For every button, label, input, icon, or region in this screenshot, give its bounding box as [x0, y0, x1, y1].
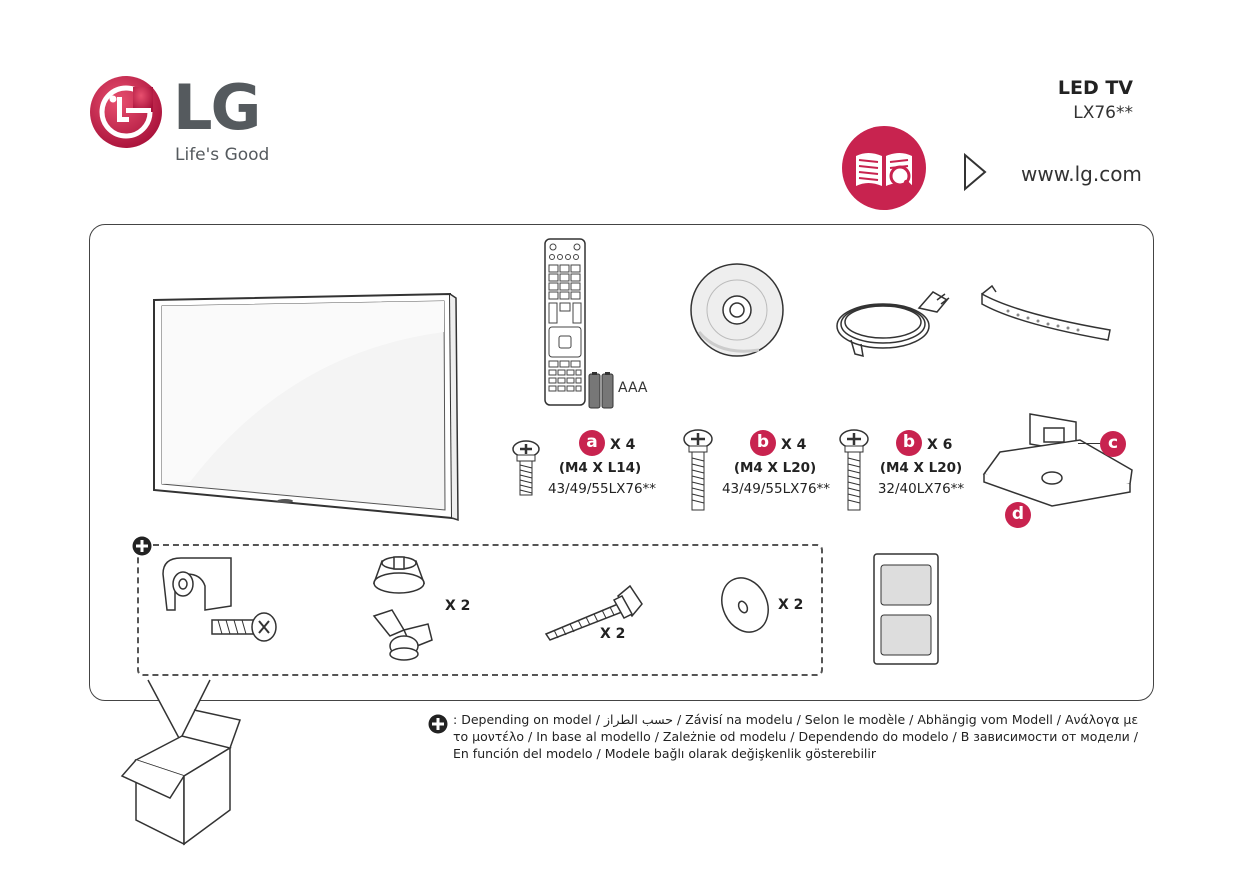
bolt-illustration [538, 580, 644, 640]
remote-control-illustration [543, 237, 587, 407]
lg-logo-icon [89, 75, 163, 149]
badge-b2: b [896, 430, 922, 456]
cd-illustration [689, 262, 785, 358]
lg-logo: LG Life's Good [89, 75, 279, 170]
screw-b1-qty: X 4 [781, 437, 806, 453]
cable-holder-illustration [978, 284, 1114, 344]
product-name: LED TV [1058, 77, 1133, 99]
footnote-colon: : [453, 712, 457, 727]
screw-b2-qty: X 6 [927, 437, 952, 453]
spacer-illustration [370, 553, 428, 599]
batteries-illustration [588, 371, 614, 409]
screw-b1-models: 43/49/55LX76** [712, 481, 840, 497]
screw-a-illustration [511, 439, 541, 499]
spacer-qty: X 2 [445, 598, 470, 614]
screw-b2-models: 32/40LX76** [857, 481, 985, 497]
badge-b1: b [750, 430, 776, 456]
wing-nut-illustration [370, 606, 436, 664]
washer-illustration [718, 574, 772, 636]
screw-b1-spec: (M4 X L20) [715, 460, 835, 476]
badge-c-leader-line [1078, 443, 1100, 444]
bolt-qty: X 2 [600, 626, 625, 642]
model-dependency-note: : Depending on model / حسب الطراز / Závi… [453, 711, 1153, 762]
footnote-text: Depending on model / حسب الطراز / Závisí… [453, 712, 1138, 761]
website-link[interactable]: www.lg.com [1021, 162, 1142, 186]
tagline: Life's Good [175, 145, 269, 165]
play-arrow-icon [963, 153, 989, 191]
stand-illustration [980, 412, 1138, 512]
adhesive-pads-illustration [873, 553, 939, 665]
tv-illustration [150, 292, 460, 524]
power-cord-illustration [833, 278, 951, 362]
screw-b1-illustration [682, 428, 714, 514]
badge-a: a [579, 430, 605, 456]
screw-a-models: 43/49/55LX76** [538, 481, 666, 497]
footnote-plus-icon [428, 714, 448, 734]
logo-wordmark: LG [173, 71, 259, 144]
manual-book-icon [842, 126, 926, 210]
washer-qty: X 2 [778, 597, 803, 613]
clamp-screw-illustration [208, 610, 280, 642]
product-model: LX76** [1073, 103, 1133, 123]
cable-clamp-illustration [157, 554, 241, 616]
optional-plus-icon [132, 536, 152, 556]
screw-a-qty: X 4 [610, 437, 635, 453]
badge-c: c [1100, 431, 1126, 457]
badge-d: d [1005, 502, 1031, 528]
screw-a-spec: (M4 X L14) [540, 460, 660, 476]
screw-b2-spec: (M4 X L20) [861, 460, 981, 476]
batteries-label: AAA [618, 380, 648, 396]
box-icon [118, 680, 248, 850]
